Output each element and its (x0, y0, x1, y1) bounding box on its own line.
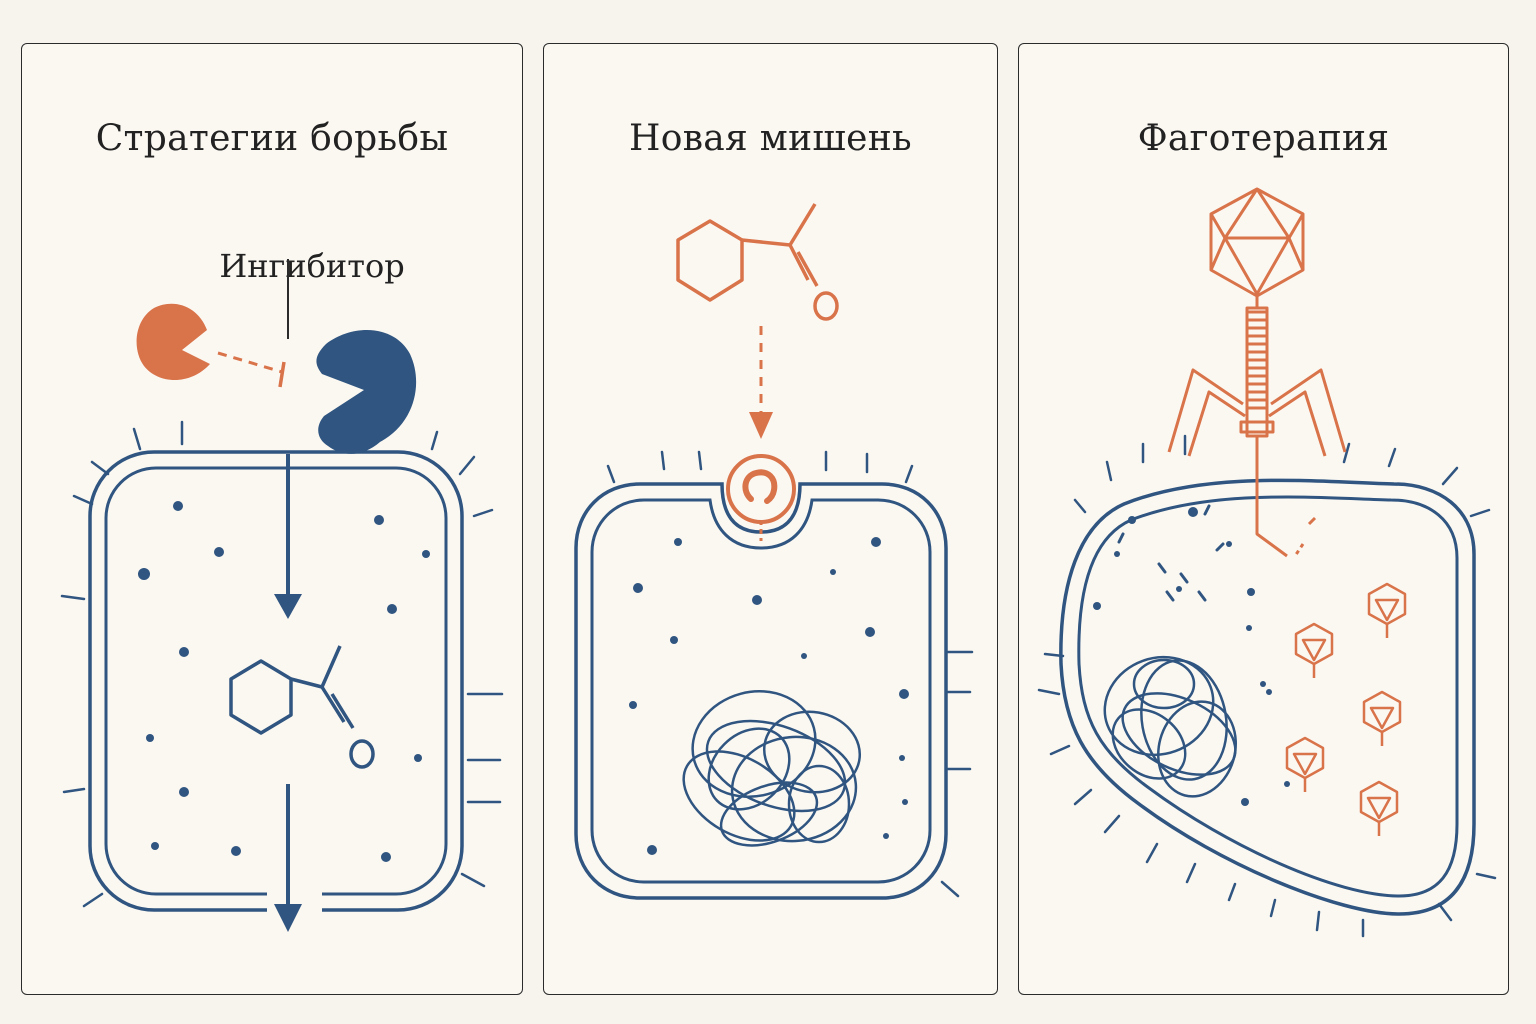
cell-inner-membrane (104, 466, 448, 896)
inhibitor-label: Ингибитор (219, 247, 405, 285)
panel-title-phage-therapy: Фаготерапия (1137, 118, 1390, 159)
enzyme-icon (316, 330, 417, 454)
progeny-phages (1285, 582, 1407, 836)
receptor-core (742, 469, 778, 504)
antibiotic-molecule (229, 645, 375, 769)
cell-cilia (606, 450, 974, 898)
cell-debris (1117, 504, 1225, 602)
panel-new-target: Новая мишень (543, 43, 998, 995)
cell-cilia (1037, 434, 1497, 938)
progeny-phage (1362, 690, 1402, 746)
cell-outer-membrane (88, 450, 464, 912)
influx-arrow (274, 454, 302, 619)
inhibition-bar (278, 361, 286, 388)
dna-tangle-icon (1103, 655, 1238, 798)
cell-cilia (60, 420, 504, 908)
cell-outer-membrane (1059, 478, 1476, 916)
cytoplasm-dots (1093, 507, 1290, 806)
panel-strategies: Стратегии борьбы Ингибитор (21, 43, 523, 995)
new-drug-molecule (676, 203, 839, 321)
progeny-phage (1285, 736, 1325, 792)
cytoplasm-dots (629, 537, 909, 855)
efflux-arrow (274, 784, 302, 932)
dna-tangle-icon (682, 690, 862, 847)
new-target-illustration (574, 203, 974, 900)
progeny-phage (1359, 780, 1399, 836)
bacteriophage-icon (1167, 187, 1347, 558)
phage-therapy-illustration (1037, 187, 1497, 938)
panel-title-strategies: Стратегии борьбы (95, 118, 449, 159)
strategies-illustration (60, 259, 504, 932)
progeny-phage (1294, 622, 1334, 678)
inhibition-line (217, 351, 283, 374)
targeting-arrow-head (749, 412, 773, 439)
inhibitor-icon (136, 303, 210, 380)
panel-title-new-target: Новая мишень (629, 118, 912, 159)
cell-inner-membrane (590, 498, 932, 884)
cell-inner-membrane (1077, 495, 1459, 898)
panel-phage-therapy: Фаготерапия (1018, 43, 1509, 995)
cytoplasm-dots (138, 501, 430, 862)
target-receptor-icon (726, 454, 796, 524)
progeny-phage (1367, 582, 1407, 638)
